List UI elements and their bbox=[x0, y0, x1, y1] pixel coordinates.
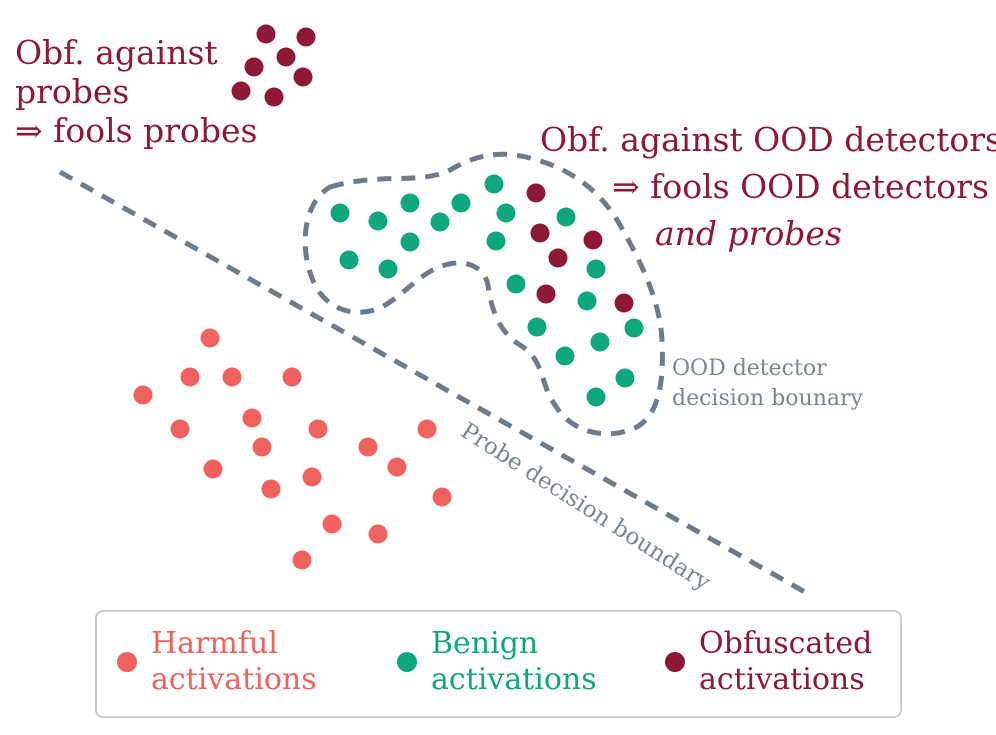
obfuscated-activation-point bbox=[276, 47, 296, 67]
obfuscated-marker-icon bbox=[665, 652, 685, 672]
benign-activation-point bbox=[339, 250, 359, 270]
benign-activation-point bbox=[586, 387, 606, 407]
benign-marker-icon bbox=[397, 652, 417, 672]
benign-activation-point bbox=[527, 317, 547, 337]
obfuscated-activation-point bbox=[530, 223, 550, 243]
benign-activation-point bbox=[577, 291, 597, 311]
benign-activation-point bbox=[496, 203, 516, 223]
ood-obfuscation-title-line2: ⇒ fools OOD detectors bbox=[612, 167, 989, 206]
harmful-activation-point bbox=[282, 367, 302, 387]
harmful-activation-point bbox=[432, 487, 452, 507]
harmful-activation-point bbox=[308, 419, 328, 439]
obfuscated-activation-point bbox=[264, 87, 284, 107]
ood-boundary-label-line1: OOD detector bbox=[672, 356, 827, 381]
probes-title-line3: ⇒ fools probes bbox=[15, 111, 258, 150]
legend-obfuscated-line1: Obfuscated bbox=[699, 626, 873, 661]
benign-activation-point bbox=[400, 193, 420, 213]
obfuscated-activation-point bbox=[293, 67, 313, 87]
harmful-activation-point bbox=[292, 550, 312, 570]
benign-activation-point bbox=[556, 207, 576, 227]
benign-activation-point bbox=[624, 318, 644, 338]
ood-boundary-label-line2: decision bounary bbox=[672, 386, 863, 411]
harmful-activation-point bbox=[368, 524, 388, 544]
harmful-activation-point bbox=[180, 367, 200, 387]
obfuscated-activation-point bbox=[583, 230, 603, 250]
probes-title-line2: probes bbox=[15, 72, 130, 111]
harmful-activation-point bbox=[222, 367, 242, 387]
legend-benign-line2: activations bbox=[431, 662, 597, 697]
harmful-activation-point bbox=[170, 419, 190, 439]
legend-benign-line1: Benign bbox=[431, 626, 539, 661]
obfuscated-activation-point bbox=[231, 81, 251, 101]
harmful-activation-point bbox=[322, 514, 342, 534]
harmful-activation-point bbox=[358, 437, 378, 457]
activation-points bbox=[133, 24, 644, 570]
benign-activation-point bbox=[615, 368, 635, 388]
benign-activation-point bbox=[378, 259, 398, 279]
legend-obfuscated-line2: activations bbox=[699, 662, 865, 697]
harmful-activation-point bbox=[417, 419, 437, 439]
obfuscated-activation-point bbox=[548, 248, 568, 268]
benign-activation-point bbox=[484, 174, 504, 194]
legend-obfuscated-label: Obfuscated activations bbox=[699, 626, 872, 698]
ood-boundary-label: OOD detector decision bounary bbox=[672, 354, 863, 414]
probes-obfuscation-title: Obf. against probes ⇒ fools probes bbox=[15, 33, 257, 150]
legend-harmful-label: Harmful activations bbox=[151, 626, 317, 698]
benign-activation-point bbox=[330, 203, 350, 223]
benign-activation-point bbox=[451, 193, 471, 213]
harmful-activation-point bbox=[203, 459, 223, 479]
benign-activation-point bbox=[586, 259, 606, 279]
harmful-activation-point bbox=[387, 457, 407, 477]
legend: Harmful activations Benign activations O… bbox=[95, 610, 902, 718]
benign-activation-point bbox=[400, 232, 420, 252]
harmful-activation-point bbox=[200, 328, 220, 348]
benign-activation-point bbox=[368, 211, 388, 231]
obfuscated-activation-point bbox=[526, 183, 546, 203]
harmful-marker-icon bbox=[117, 652, 137, 672]
obfuscated-activation-point bbox=[296, 27, 316, 47]
obfuscated-activation-point bbox=[614, 293, 634, 313]
harmful-activation-point bbox=[261, 479, 281, 499]
benign-activation-point bbox=[506, 274, 526, 294]
ood-obfuscation-title-line3: and probes bbox=[655, 214, 842, 253]
ood-obfuscation-title-line1: Obf. against OOD detectors bbox=[540, 120, 996, 159]
obfuscated-activation-point bbox=[244, 57, 264, 77]
legend-harmful-line2: activations bbox=[151, 662, 317, 697]
ood-detector-decision-boundary bbox=[302, 151, 665, 437]
obfuscated-activation-point bbox=[256, 24, 276, 44]
legend-benign-label: Benign activations bbox=[431, 626, 597, 698]
obfuscated-activation-point bbox=[536, 284, 556, 304]
legend-harmful-line1: Harmful bbox=[151, 626, 278, 661]
benign-activation-point bbox=[590, 332, 610, 352]
benign-activation-point bbox=[486, 231, 506, 251]
benign-activation-point bbox=[555, 346, 575, 366]
legend-item-harmful: Harmful activations bbox=[117, 626, 317, 698]
legend-item-benign: Benign activations bbox=[397, 626, 597, 698]
harmful-activation-point bbox=[133, 385, 153, 405]
probes-title-line1: Obf. against bbox=[15, 33, 218, 72]
legend-item-obfuscated: Obfuscated activations bbox=[665, 626, 872, 698]
benign-activation-point bbox=[430, 212, 450, 232]
harmful-activation-point bbox=[302, 467, 322, 487]
harmful-activation-point bbox=[242, 408, 262, 428]
harmful-activation-point bbox=[252, 437, 272, 457]
